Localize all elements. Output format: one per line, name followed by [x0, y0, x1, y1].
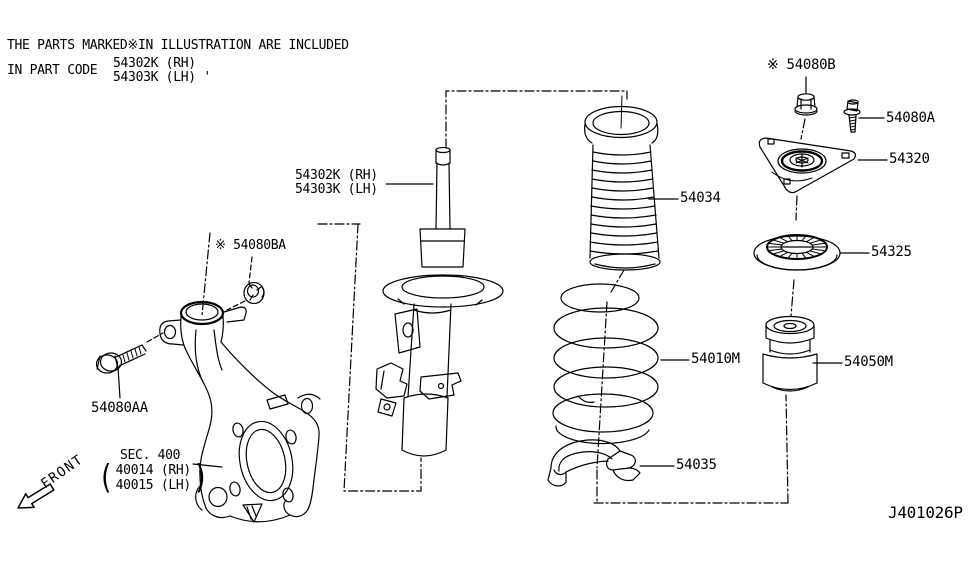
sec-code-lh: 40015 (LH) [115, 478, 192, 493]
callout-strut-rh: 54302K (RH) [295, 168, 378, 183]
steering-knuckle [159, 300, 321, 523]
front-arrow-icon [17, 483, 55, 509]
note-code-rh: 54302K (RH) [113, 56, 196, 71]
sec-title: SEC. 400 [120, 448, 181, 463]
spring-seat-rubber [547, 439, 641, 487]
knuckle-nut [243, 281, 265, 305]
mount-nut [794, 93, 818, 116]
callout-mount-plate: 54320 [889, 151, 930, 167]
mount-bolt [843, 99, 861, 133]
construction-lines [201, 90, 806, 504]
strut-assembly [375, 146, 504, 457]
callout-bearing-seat: 54325 [871, 244, 912, 260]
sec-paren-open: ( [98, 459, 114, 497]
diagram-code: J401026P [888, 503, 963, 522]
dashed-leader-lines [146, 256, 253, 343]
knuckle-bolt [95, 344, 147, 374]
callout-nut-mount: ※ 54080B [767, 57, 836, 73]
dust-boot [584, 95, 661, 271]
sec-paren-close: ) [192, 459, 209, 497]
callout-bolt-mount: 54080A [886, 110, 935, 126]
callout-nut-knuckle: ※ 54080BA [215, 238, 286, 253]
callout-bolt-knuckle: 54080AA [91, 400, 148, 416]
strut-mount-plate [758, 137, 857, 194]
callout-strut-lh: 54303K (LH) [295, 182, 378, 197]
bound-bumper [762, 315, 818, 392]
bearing-seat [753, 234, 841, 271]
note-line2: IN PART CODE [7, 63, 98, 78]
callout-bound-bumper: 54050M [844, 354, 893, 370]
sec-code-rh: 40014 (RH) [115, 463, 192, 478]
leader-lines [117, 76, 888, 468]
callout-dust-boot: 54034 [680, 190, 721, 206]
note-line1: THE PARTS MARKED※IN ILLUSTRATION ARE INC… [7, 38, 349, 53]
coil-spring [552, 283, 659, 445]
note-code-lh: 54303K (LH) ' [113, 70, 211, 85]
callout-coil-spring: 54010M [691, 351, 740, 367]
sec-reference: SEC. 400 ( 40014 (RH) 40015 (LH) ) [98, 448, 209, 497]
callout-seat-rubber: 54035 [676, 457, 717, 473]
